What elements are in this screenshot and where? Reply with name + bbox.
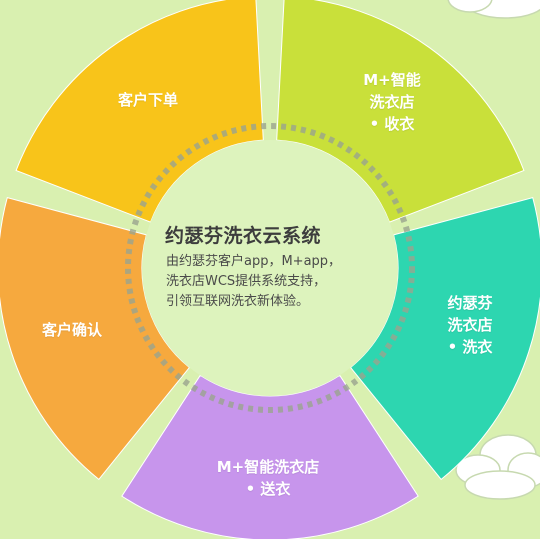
center-disc xyxy=(142,140,398,396)
segment-label-store-delivery: M+智能洗衣店 • 送衣 xyxy=(216,458,320,498)
segment-label-customer-confirm: 客户确认 xyxy=(41,321,102,339)
segment-label-customer-order: 客户下单 xyxy=(117,91,178,109)
cloud-icon-bottom-right xyxy=(455,434,540,500)
segment-label-store-pickup: M+智能 洗衣店 • 收衣 xyxy=(363,71,421,133)
segment-label-josephine-wash: 约瑟芬 洗衣店 • 洗衣 xyxy=(447,294,493,356)
center-description: 由约瑟芬客户app，M+app， 洗衣店WCS提供系统支持， 引领互联网洗衣新体… xyxy=(166,254,342,309)
cloud-icon-top-right xyxy=(447,0,540,19)
center-title: 约瑟芬洗衣云系统 xyxy=(165,225,322,247)
center-ring-arrows xyxy=(125,123,415,413)
